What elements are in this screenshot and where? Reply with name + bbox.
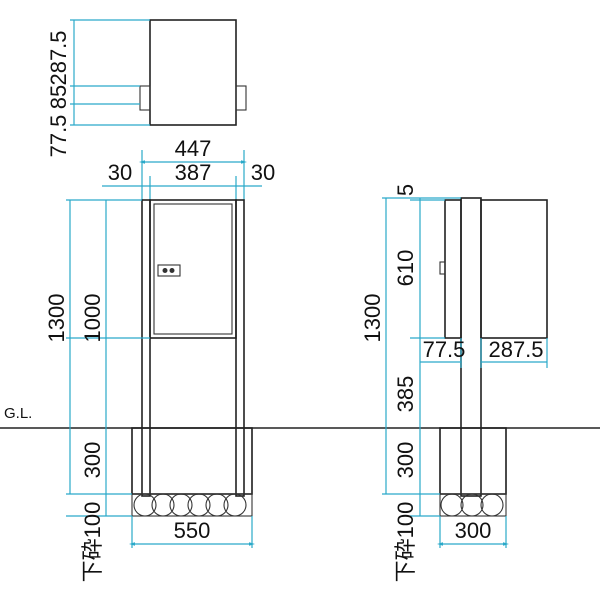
front-mailbox-door [153, 203, 233, 335]
top-view-handle-left [139, 85, 151, 111]
front-dim-300: 300 [80, 442, 105, 479]
top-dim-77-5: 77.5 [46, 115, 71, 158]
side-dim-77-5: 77.5 [423, 337, 466, 362]
front-dim-550: 550 [174, 518, 211, 543]
front-dim-387: 387 [175, 160, 212, 185]
front-lock [157, 264, 181, 277]
front-dim-447: 447 [175, 136, 212, 161]
top-dim-287-5: 287.5 [46, 30, 71, 85]
side-dim-385: 385 [393, 376, 418, 413]
front-dim-gravel: 下砕100 [80, 502, 105, 583]
side-dim-5: 5 [393, 184, 418, 196]
front-mailbox-body [149, 199, 237, 339]
front-dim-post-left: 30 [108, 160, 132, 185]
side-dim-287-5: 287.5 [488, 337, 543, 362]
top-view: 287.5 85 77.5 [46, 19, 247, 158]
front-dim-1000: 1000 [80, 294, 105, 343]
front-post-right [235, 199, 245, 497]
side-dim-610: 610 [393, 250, 418, 287]
top-view-body [149, 19, 237, 126]
front-post-left [141, 199, 151, 497]
front-gravel [131, 493, 253, 517]
side-dim-300: 300 [393, 442, 418, 479]
side-foundation [439, 427, 507, 495]
front-dim-post-right: 30 [251, 160, 275, 185]
ground-label: G.L. [4, 405, 32, 422]
front-lock-dial [162, 268, 168, 273]
front-lock-dial-2 [169, 268, 175, 273]
side-view: 5 610 1300 385 300 下砕100 77.5 287.5 300 [360, 184, 548, 583]
side-gravel [439, 493, 507, 517]
side-dim-1300: 1300 [360, 294, 385, 343]
front-view: 447 30 387 30 [44, 136, 275, 582]
side-dim-gravel: 下砕100 [393, 502, 418, 583]
side-mailbox-front [444, 199, 462, 339]
side-dim-300-width: 300 [455, 518, 492, 543]
top-dim-85: 85 [46, 85, 71, 109]
top-view-handle-right [235, 85, 247, 111]
side-mailbox-back [480, 199, 548, 339]
side-lock [439, 261, 446, 275]
front-dim-1300: 1300 [44, 294, 69, 343]
